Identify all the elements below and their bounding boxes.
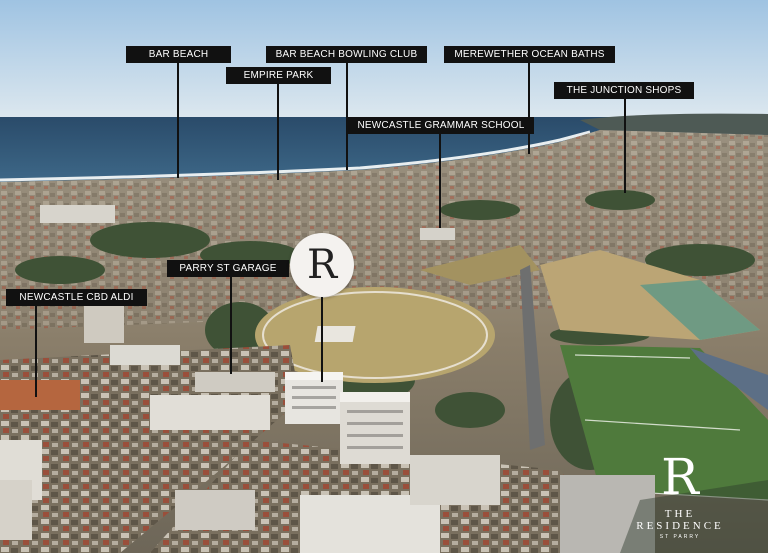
site-marker-logo: R [290, 233, 354, 297]
label-bar-beach: BAR BEACH [126, 46, 231, 63]
leader-parry-st-garage [230, 276, 232, 374]
label-bar-beach-bowling-club: BAR BEACH BOWLING CLUB [266, 46, 427, 63]
leader-empire-park [277, 84, 279, 180]
leader-cbd-aldi [35, 305, 37, 397]
brand-mark: R [661, 448, 699, 506]
logo-letter: R [306, 242, 338, 288]
label-parry-st-garage: PARRY ST GARAGE [167, 260, 289, 277]
brand-name: THE RESIDENCE [636, 508, 724, 532]
leader-grammar-school [439, 133, 441, 228]
label-newcastle-cbd-aldi: NEWCASTLE CBD ALDI [6, 289, 147, 306]
leader-bowling-club [346, 62, 348, 170]
brand-watermark: R THE RESIDENCE ST PARRY [620, 452, 740, 540]
leader-site-marker [321, 296, 323, 382]
label-merewether-ocean-baths: MEREWETHER OCEAN BATHS [444, 46, 615, 63]
label-the-junction-shops: THE JUNCTION SHOPS [554, 82, 694, 99]
leader-ocean-baths [528, 62, 530, 154]
leader-junction-shops [624, 99, 626, 193]
label-empire-park: EMPIRE PARK [226, 67, 331, 84]
leader-bar-beach [177, 62, 179, 178]
label-newcastle-grammar-school: NEWCASTLE GRAMMAR SCHOOL [348, 117, 534, 134]
brand-subtitle: ST PARRY [659, 534, 701, 540]
